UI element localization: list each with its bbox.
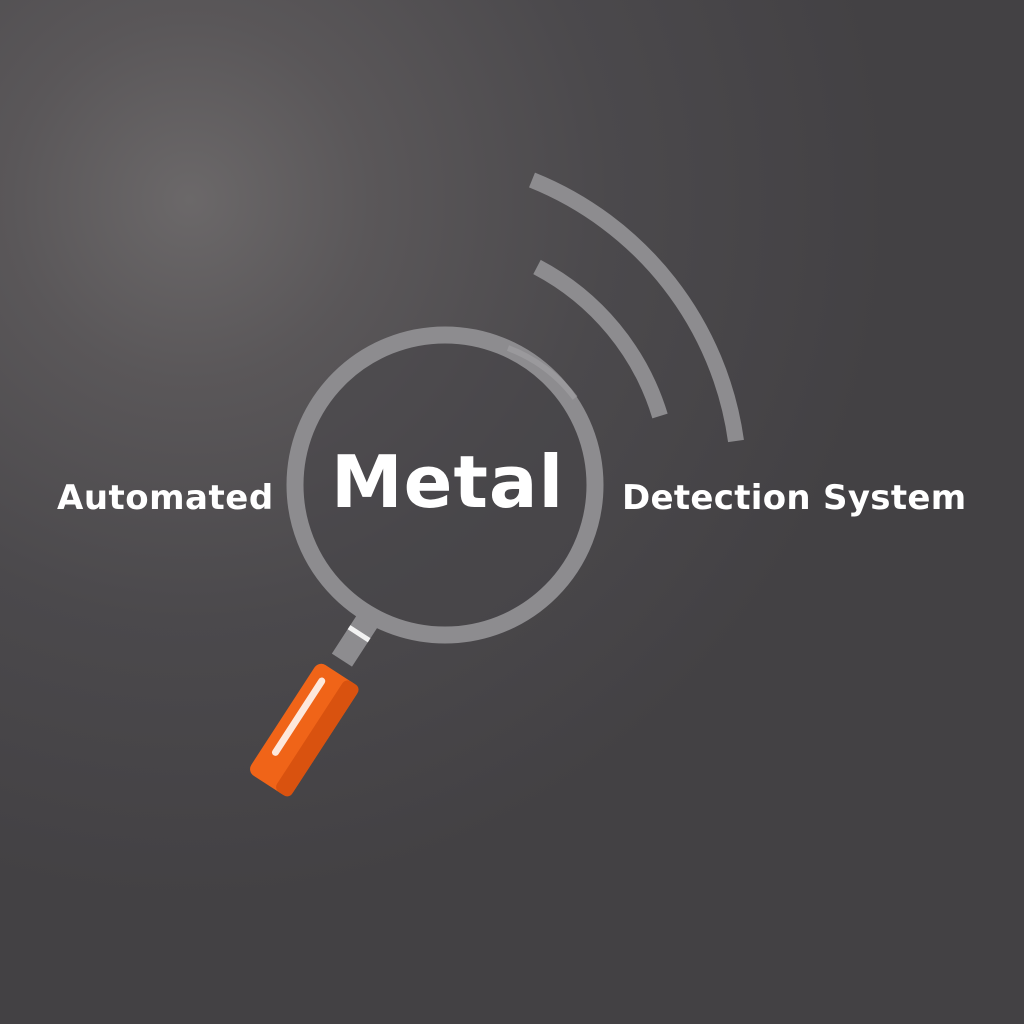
title-word-metal: Metal (331, 440, 565, 524)
magnifier-handle-shine (271, 677, 326, 756)
signal-wave-outer (529, 172, 744, 443)
title-word-automated: Automated (57, 478, 274, 518)
signal-waves-icon (529, 172, 744, 443)
title-words-detection-system: Detection System (622, 478, 967, 518)
magnifier-lens (300, 340, 590, 630)
magnifier-handle (250, 663, 358, 796)
magnifier-ring-highlight (506, 345, 578, 400)
magnifier-lens-ring (286, 326, 604, 644)
signal-wave-inner (533, 259, 668, 419)
magnifier-neck-highlight (347, 625, 371, 643)
magnifier-neck (331, 609, 381, 667)
magnifying-glass-icon (250, 326, 604, 797)
magnifier-handle-shade (276, 680, 359, 797)
